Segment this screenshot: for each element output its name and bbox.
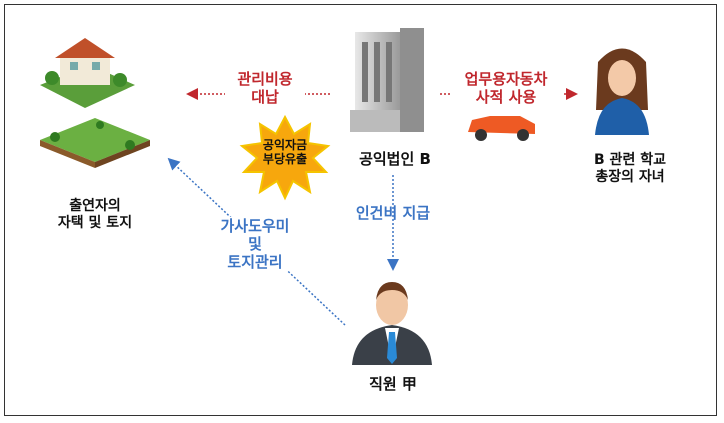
management-fee-label: 관리비용 대납 <box>225 70 305 106</box>
badge-line2: 부당유출 <box>262 152 308 167</box>
misuse-badge-label: 공익자금 부당유출 <box>250 138 320 167</box>
starburst-icon <box>239 114 331 201</box>
building-icon <box>350 28 424 132</box>
child-line1: B 관련 학교 <box>594 152 666 168</box>
car-use-line1: 업무용자동차 <box>464 70 548 88</box>
donor-property-line2: 자택 및 토지 <box>57 214 133 231</box>
car-icon <box>468 116 535 141</box>
land-icon <box>40 118 150 168</box>
donor-property-label: 출연자의 자택 및 토지 <box>40 198 150 232</box>
car-use-line2: 사적 사용 <box>475 88 537 106</box>
housework-line3: 토지관리 <box>227 253 283 271</box>
car-use-label: 업무용자동차 사적 사용 <box>450 70 562 106</box>
house-icon <box>40 38 135 108</box>
management-fee-line2: 대납 <box>251 88 279 106</box>
child-label: B 관련 학교 총장의 자녀 <box>575 152 685 186</box>
employee-label: 직원 甲 <box>369 375 417 393</box>
salary-label: 인건비 지급 <box>355 204 431 222</box>
housework-label: 가사도우미 및 토지관리 <box>205 217 305 271</box>
badge-line1: 공익자금 <box>262 138 308 152</box>
man-avatar-icon <box>352 282 432 365</box>
housework-line2: 및 <box>248 235 262 253</box>
housework-line1: 가사도우미 <box>220 217 290 235</box>
management-fee-line1: 관리비용 <box>237 70 293 88</box>
donor-property-line1: 출연자의 <box>69 198 121 214</box>
foundation-label: 공익법인 B <box>359 150 431 168</box>
diagram-frame <box>4 4 717 416</box>
woman-avatar-icon <box>595 48 649 135</box>
child-line2: 총장의 자녀 <box>595 168 665 185</box>
